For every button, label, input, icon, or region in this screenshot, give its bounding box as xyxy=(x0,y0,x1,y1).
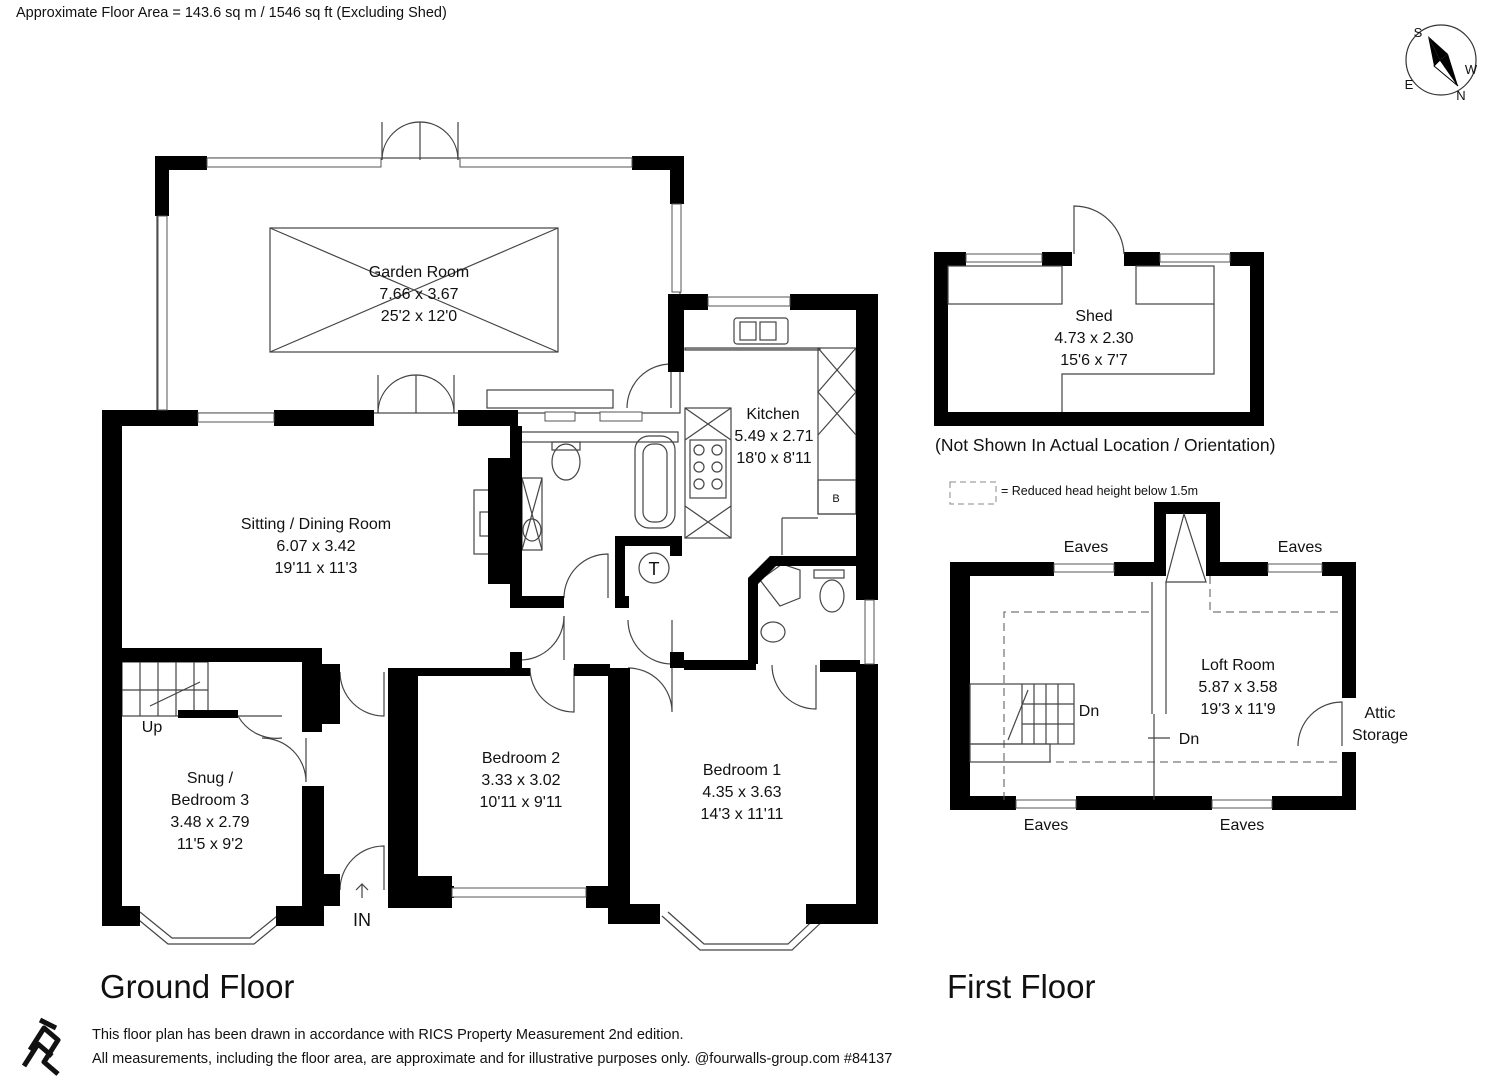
compass-n-label: N xyxy=(1456,88,1465,103)
shed-imperial: 15'6 x 7'7 xyxy=(1060,352,1128,369)
shed-plan xyxy=(934,205,1264,426)
garden-room-metric: 7.66 x 3.67 xyxy=(379,286,458,303)
garden-room-name: Garden Room xyxy=(369,264,470,281)
loft-room-name: Loft Room xyxy=(1201,657,1275,674)
boiler-label: B xyxy=(832,493,839,505)
bedroom1-name: Bedroom 1 xyxy=(703,762,781,779)
fourwalls-logo-icon xyxy=(21,1017,61,1076)
snug-metric: 3.48 x 2.79 xyxy=(170,814,249,831)
compass-e-label: E xyxy=(1405,77,1414,92)
stairs-up-label: Up xyxy=(142,719,163,736)
attic-storage-line1: Attic xyxy=(1364,705,1395,722)
bedroom2-imperial: 10'11 x 9'11 xyxy=(480,794,563,811)
floor-area-header: Approximate Floor Area = 143.6 sq m / 15… xyxy=(16,5,447,21)
bedroom1-metric: 4.35 x 3.63 xyxy=(702,784,781,801)
kitchen-imperial: 18'0 x 8'11 xyxy=(736,450,811,467)
snug-name-line1: Snug / xyxy=(187,770,234,787)
ground-floor-plan xyxy=(121,121,857,951)
bedroom2-metric: 3.33 x 3.02 xyxy=(481,772,560,789)
ground-floor-windows xyxy=(157,157,875,898)
loft-stairs-dn-label: Dn xyxy=(1079,703,1099,720)
loft-hatch-dn-label: Dn xyxy=(1179,731,1199,748)
sitting-room-name: Sitting / Dining Room xyxy=(241,516,391,533)
compass-s-label: S xyxy=(1414,25,1423,40)
eaves-label-bottom-left: Eaves xyxy=(1024,817,1068,834)
snug-imperial: 11'5 x 9'2 xyxy=(177,836,243,853)
shed-location-note: (Not Shown In Actual Location / Orientat… xyxy=(935,435,1276,455)
attic-storage-line2: Storage xyxy=(1352,727,1408,744)
first-floor-plan xyxy=(950,502,1356,810)
kitchen-name: Kitchen xyxy=(746,406,799,423)
eaves-label-bottom-right: Eaves xyxy=(1220,817,1264,834)
sitting-room-metric: 6.07 x 3.42 xyxy=(276,538,355,555)
footer-rics-note: This floor plan has been drawn in accord… xyxy=(92,1027,684,1043)
loft-room-metric: 5.87 x 3.58 xyxy=(1198,679,1277,696)
garden-room-imperial: 25'2 x 12'0 xyxy=(381,308,457,325)
kitchen-metric: 5.49 x 2.71 xyxy=(734,428,813,445)
compass-rose-icon xyxy=(1405,24,1477,96)
first-floor-title: First Floor xyxy=(947,968,1096,1005)
entrance-in-label: IN xyxy=(353,910,371,930)
shed-metric: 4.73 x 2.30 xyxy=(1054,330,1133,347)
tank-label: T xyxy=(649,559,660,579)
ground-floor-walls xyxy=(102,156,878,926)
shed-name: Shed xyxy=(1075,308,1112,325)
eaves-label-top-right: Eaves xyxy=(1278,539,1322,556)
footer-disclaimer: All measurements, including the floor ar… xyxy=(92,1051,893,1067)
reduced-height-legend-text: = Reduced head height below 1.5m xyxy=(1001,484,1199,498)
reduced-height-legend-swatch xyxy=(949,481,997,505)
eaves-label-top-left: Eaves xyxy=(1064,539,1108,556)
bedroom2-name: Bedroom 2 xyxy=(482,750,560,767)
loft-room-imperial: 19'3 x 11'9 xyxy=(1200,701,1275,718)
bedroom1-imperial: 14'3 x 11'11 xyxy=(701,806,784,823)
ground-floor-title: Ground Floor xyxy=(100,968,295,1005)
sitting-room-imperial: 19'11 x 11'3 xyxy=(275,560,358,577)
snug-name-line2: Bedroom 3 xyxy=(171,792,249,809)
compass-w-label: W xyxy=(1465,62,1478,77)
